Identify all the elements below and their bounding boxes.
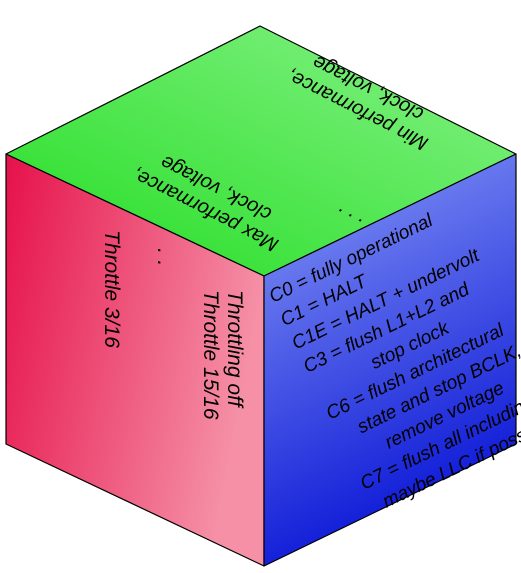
left-throttle-off-label: Throttling off Throttle 15/16 bbox=[199, 290, 246, 420]
svg-text:Throttling off: Throttling off bbox=[223, 290, 246, 409]
right-face bbox=[263, 153, 517, 567]
left-throttle-low-label: Throttle 3/16 bbox=[100, 230, 123, 348]
svg-text:Throttle 15/16: Throttle 15/16 bbox=[199, 290, 222, 420]
left-dots: . . bbox=[153, 248, 178, 266]
